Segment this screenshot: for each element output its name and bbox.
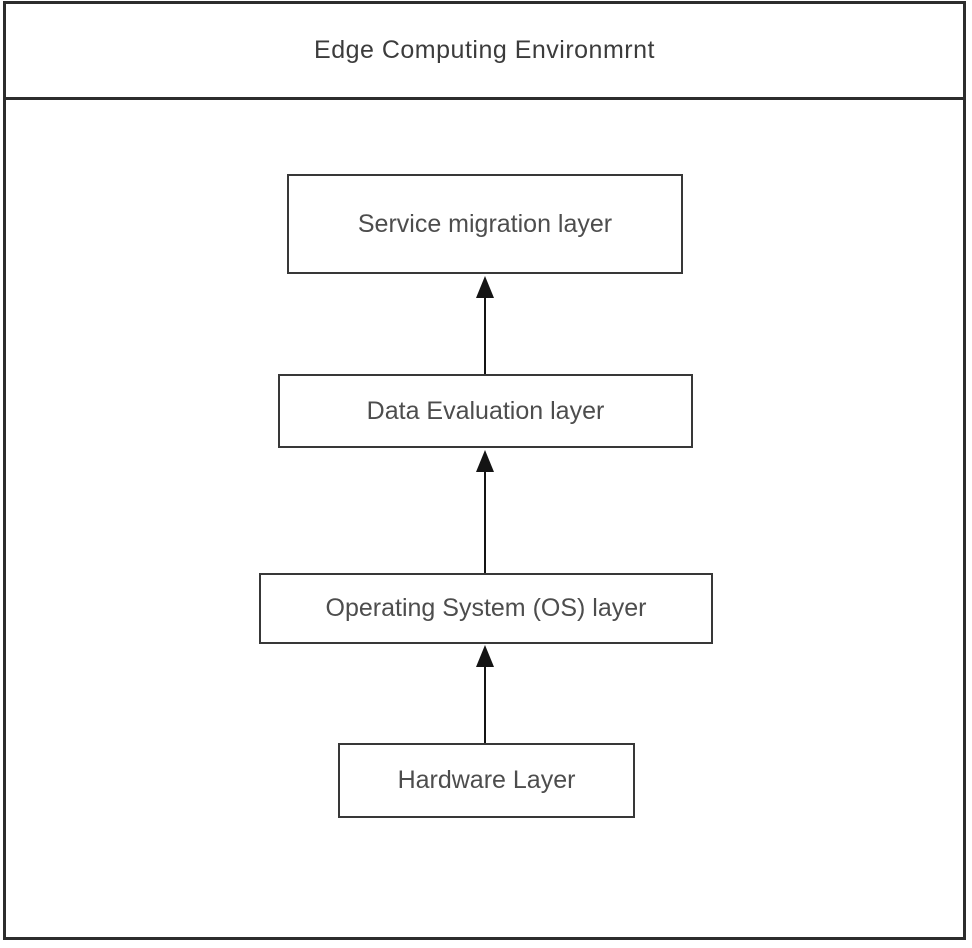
layer-label-service-migration: Service migration layer: [357, 209, 613, 238]
layer-label-operating-system: Operating System (OS) layer: [325, 594, 647, 622]
arrow-data-evaluation-to-service-migration: [476, 276, 494, 374]
diagram-title: Edge Computing Environmrnt: [314, 36, 655, 64]
layer-label-data-evaluation: Data Evaluation layer: [366, 396, 605, 425]
layer-label-hardware: Hardware Layer: [397, 766, 576, 794]
layer-box-service-migration: Service migration layer: [287, 174, 683, 274]
arrow-operating-system-to-data-evaluation: [476, 450, 494, 573]
layer-box-hardware: Hardware Layer: [338, 743, 635, 818]
diagram-title-band: Edge Computing Environmrnt: [6, 4, 963, 100]
layer-box-data-evaluation: Data Evaluation layer: [278, 374, 693, 448]
arrow-hardware-to-operating-system: [476, 645, 494, 743]
layer-box-operating-system: Operating System (OS) layer: [259, 573, 713, 644]
